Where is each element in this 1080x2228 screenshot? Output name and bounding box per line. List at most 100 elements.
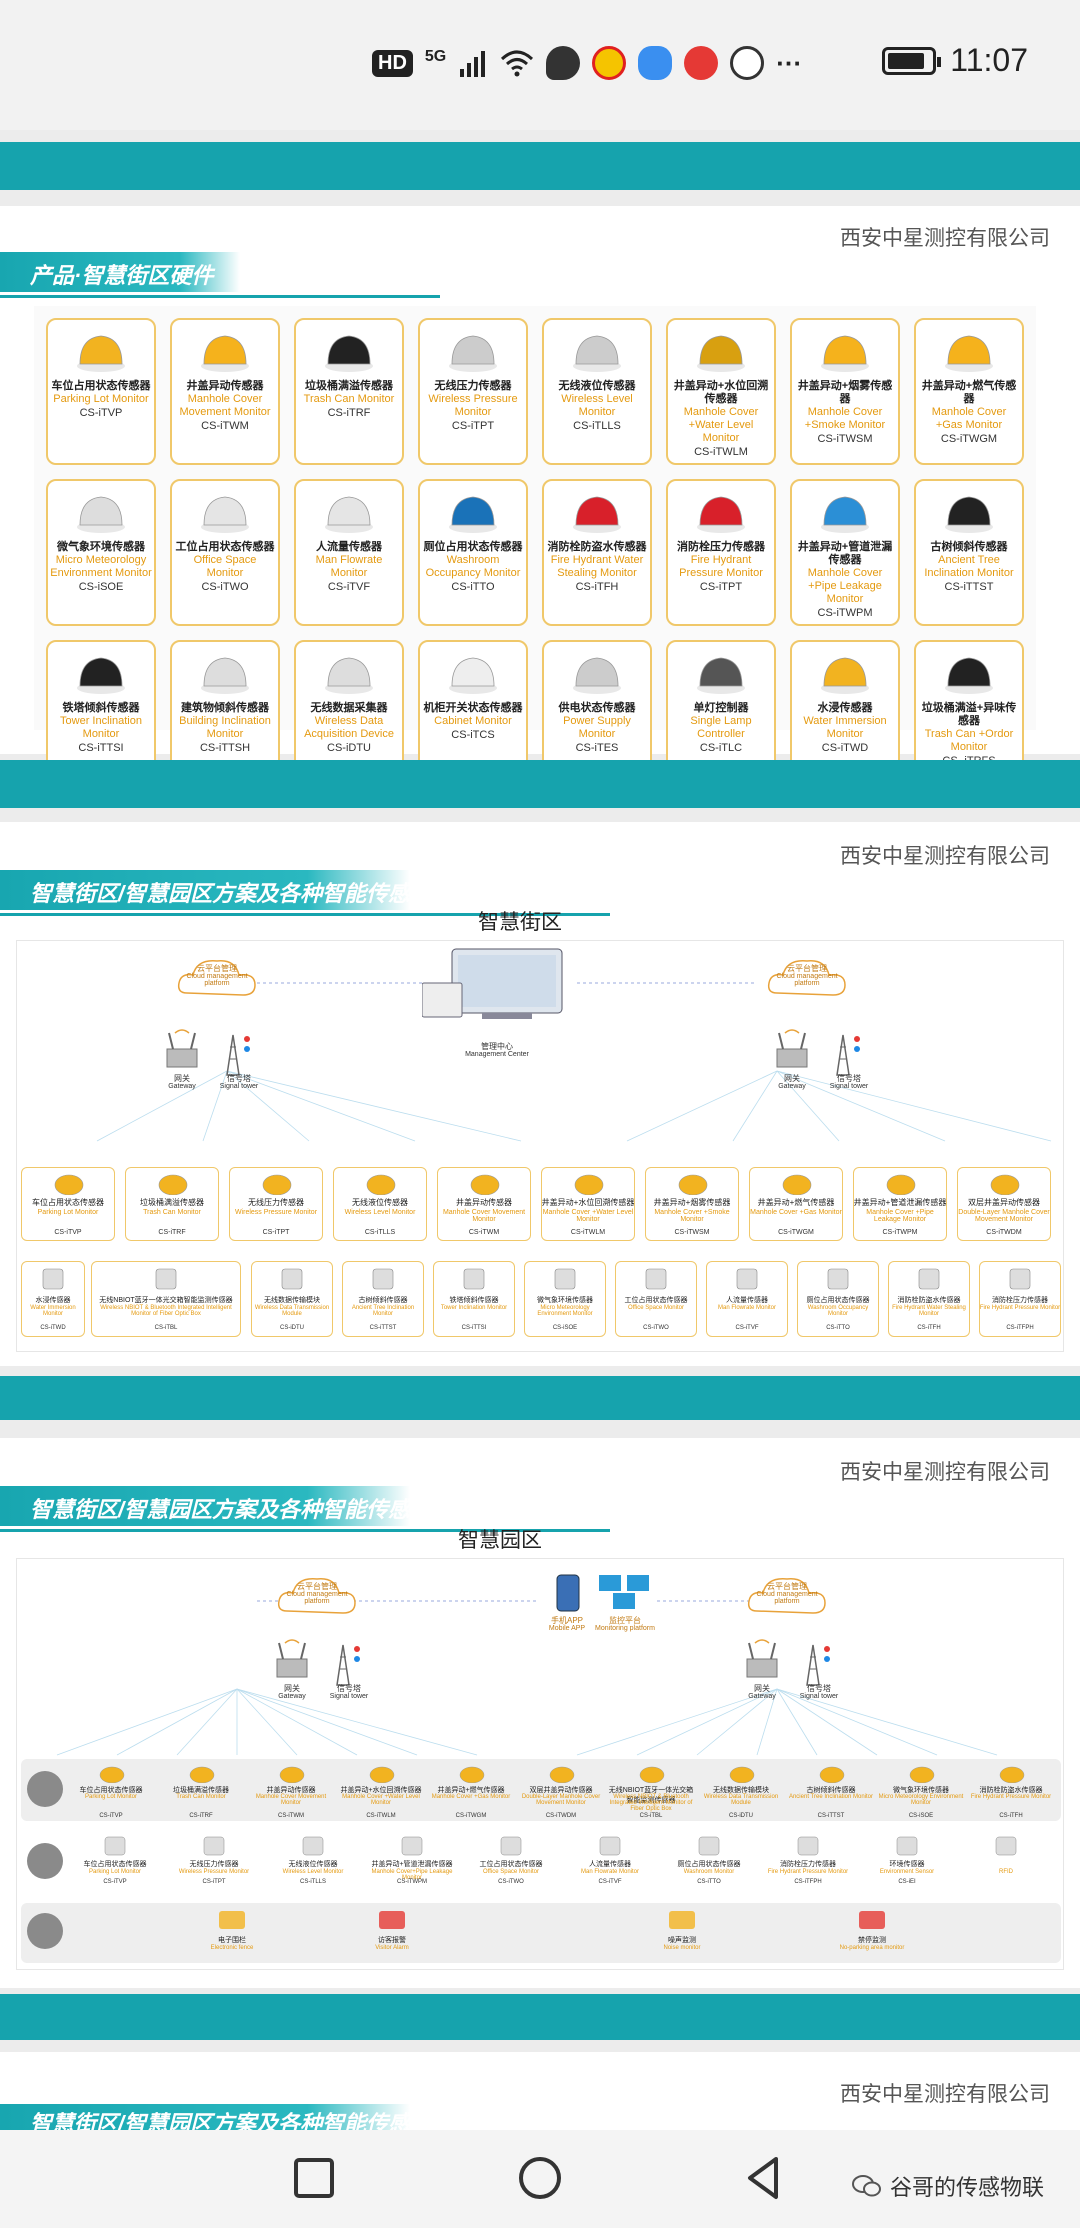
product-code: CS-iTPT xyxy=(451,420,495,432)
gateway-label-en: Gateway xyxy=(278,1693,306,1700)
cloud-label-en: Cloud management platform xyxy=(186,973,248,987)
back-icon[interactable] xyxy=(740,2154,788,2202)
sensor-name-cn: 消防栓压力传感器 xyxy=(780,1861,836,1868)
product-code: CS-iTES xyxy=(575,742,619,754)
product-code: CS-iTTST xyxy=(944,581,994,593)
sensor-image-icon xyxy=(896,1836,918,1856)
sensor-name-en: Fire Hydrant Water Stealing Monitor xyxy=(892,1305,966,1317)
sensor-name-en: Man Flowrate Monitor xyxy=(717,1305,777,1311)
sensor-name-en: Micro Meteorology Environment Monitor xyxy=(878,1794,964,1806)
sensor-name-en: Manhole Cover+Pipe Leakage Monitor xyxy=(371,1869,453,1881)
battery-icon xyxy=(882,46,942,75)
home-icon[interactable] xyxy=(516,2154,564,2202)
sensor-name-cn: 水浸传感器 xyxy=(35,1297,71,1304)
product-name-en: Tower Inclination Monitor xyxy=(60,715,142,740)
sensor-name-cn: 双层井盖异动传感器 xyxy=(529,1787,593,1794)
product-image-icon xyxy=(201,335,249,372)
company-name: 西安中星测控有限公司 xyxy=(840,227,1050,250)
sensor-image-icon xyxy=(999,1766,1025,1783)
sensor-code: CS-iTTST xyxy=(817,1813,845,1819)
sensor-name-en: Environment Sensor xyxy=(879,1869,935,1875)
sensor-name-cn: 井盖异动+烟雾传感器 xyxy=(653,1198,731,1207)
sensor-name-en: Manhole Cover +Smoke Monitor xyxy=(654,1209,730,1223)
sensor-image-icon xyxy=(909,1766,935,1783)
sensor-image-icon xyxy=(281,1268,303,1290)
sensor-code: CS-iDTU xyxy=(280,1325,304,1331)
product-name-cn: 井盖异动传感器 xyxy=(186,380,264,392)
slide3-bottom-band xyxy=(0,1994,1080,2040)
security-name-cn: 噪声监测 xyxy=(668,1937,696,1944)
cloud-label-en: Cloud management platform xyxy=(756,1591,818,1605)
sensor-code: CS-iTWDM xyxy=(545,1813,577,1819)
product-name-en: Manhole Cover +Water Level Monitor xyxy=(683,406,759,444)
sensor-name-en: Manhole Cover +Water Level Monitor xyxy=(342,1794,420,1806)
sensor-image-icon xyxy=(995,1836,1017,1856)
sensor-image-icon xyxy=(574,1174,604,1195)
security-name-en: Electronic fence xyxy=(210,1945,254,1951)
product-image-icon xyxy=(449,335,497,372)
search-app-icon xyxy=(684,46,719,80)
sensor-image-icon xyxy=(42,1268,64,1290)
weibo-icon xyxy=(592,46,627,80)
sensor-code: CS-iTWPM xyxy=(397,1879,427,1885)
mobile-app-icon xyxy=(556,1574,580,1612)
signal-tower-cn: 信号塔 xyxy=(227,1074,251,1083)
product-name-cn: 古树倾斜传感器 xyxy=(930,541,1008,553)
sensor-name-en: Double-Layer Manhole Cover Movement Moni… xyxy=(521,1794,601,1806)
sensor-image-icon xyxy=(554,1268,576,1290)
sensor-code: CS-iTWLM xyxy=(570,1229,606,1236)
product-name-cn: 无线压力传感器 xyxy=(434,380,512,392)
sensor-name-cn: 无线NBIOT蓝牙一体光交箱智能监测传感器 xyxy=(99,1297,233,1304)
product-code: CS-iTWM xyxy=(201,420,249,432)
row-badge-icon xyxy=(27,1771,63,1807)
product-image-icon xyxy=(945,496,993,533)
product-code: CS-iTTO xyxy=(451,581,495,593)
product-name-cn: 井盖异动+水位回溯传感器 xyxy=(673,380,769,405)
sensor-name-cn: 微气象环境传感器 xyxy=(537,1297,593,1304)
sensor-name-en: Washroom Monitor xyxy=(683,1869,735,1875)
sensor-name-en: RFID xyxy=(999,1869,1013,1875)
slide3-ribbon: 智慧街区/智慧园区方案及各种智能传感器 xyxy=(0,1486,610,1532)
product-name-cn: 建筑物倾斜传感器 xyxy=(181,702,269,714)
sensor-image-icon xyxy=(918,1268,940,1290)
product-image-icon xyxy=(325,496,373,533)
recent-apps-icon[interactable] xyxy=(290,2154,338,2202)
cloud-icon xyxy=(767,960,846,996)
sensor-image-icon xyxy=(819,1766,845,1783)
slide4-ribbon: 智慧街区/智慧园区方案及各种智能传感器 xyxy=(0,2104,410,2130)
sensor-name-en: Manhole Cover Movement Monitor xyxy=(255,1794,327,1806)
sensor-code: CS-iTWO xyxy=(498,1879,524,1885)
sensor-image-icon xyxy=(302,1836,324,1856)
product-code: CS-iTVP xyxy=(79,407,123,419)
product-name-cn: 消防栓压力传感器 xyxy=(677,541,765,553)
management-center-icon xyxy=(422,948,563,1019)
sensor-image-icon xyxy=(736,1268,758,1290)
cloud-label-cn: 云平台管理 xyxy=(297,1582,337,1591)
navigation-bar xyxy=(0,2130,1080,2228)
signal-icon xyxy=(460,51,486,77)
sensor-code: CS-iTTO xyxy=(697,1879,721,1885)
row-badge-icon xyxy=(27,1843,63,1879)
product-image-icon xyxy=(821,335,869,372)
product-name-cn: 供电状态传感器 xyxy=(558,702,636,714)
watermark: 谷哥的传感物联 xyxy=(851,2170,1044,2202)
sensor-card xyxy=(342,1261,424,1337)
sensor-code: CS-iTWO xyxy=(643,1325,669,1331)
company-name-2: 西安中星测控有限公司 xyxy=(840,845,1050,868)
message-icon xyxy=(546,46,581,80)
product-image-icon xyxy=(201,657,249,694)
slide2-title: 智慧街区 xyxy=(478,911,562,934)
product-code: CS-iTRF xyxy=(327,407,371,419)
status-left: HD 5G ··· xyxy=(372,46,802,80)
product-name-cn: 消防栓防盗水传感器 xyxy=(547,541,647,553)
sensor-code: CS-iTFH xyxy=(999,1813,1023,1819)
browser-icon xyxy=(730,46,765,80)
sensor-card xyxy=(888,1261,970,1337)
product-code: CS-iTWPM xyxy=(817,607,873,619)
product-name-cn: 井盖异动+燃气传感器 xyxy=(921,380,1017,405)
